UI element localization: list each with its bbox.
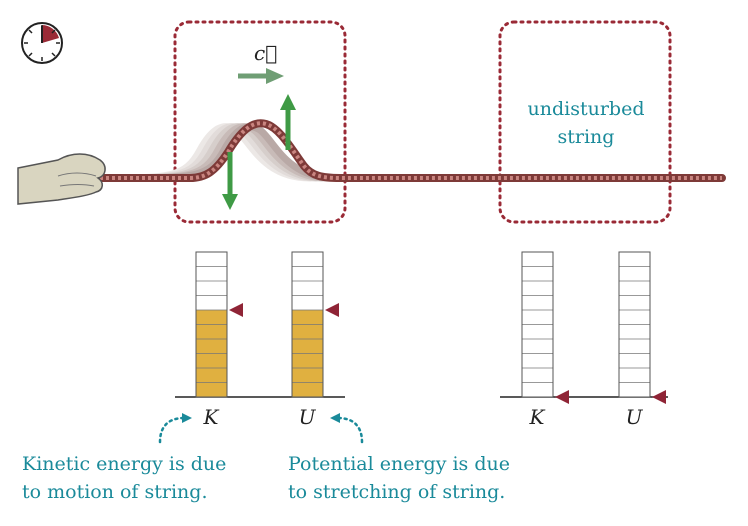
wave-pulse-box xyxy=(173,20,347,224)
kinetic-pointer xyxy=(158,413,192,444)
energy-bar-outline xyxy=(521,251,554,398)
energy-level-marker xyxy=(555,390,569,404)
undisturbed-box xyxy=(498,20,672,224)
potential-pointer xyxy=(330,413,364,444)
undisturbed-label-line1: undisturbed xyxy=(528,98,645,120)
down-arrow xyxy=(222,152,238,210)
bar-label-u-right: U xyxy=(626,405,644,429)
energy-bars xyxy=(195,251,666,404)
velocity-arrow xyxy=(238,68,284,84)
energy-bar-outline xyxy=(618,251,651,398)
energy-level-marker xyxy=(325,303,339,317)
bar-label-k-right: K xyxy=(529,405,546,429)
energy-level-marker xyxy=(652,390,666,404)
bar-label-k-left: K xyxy=(203,405,220,429)
kinetic-annotation-line1: Kinetic energy is due xyxy=(22,453,226,475)
bar-label-u-left: U xyxy=(299,405,317,429)
velocity-label: c⃗ xyxy=(254,41,277,65)
energy-bar-outline xyxy=(291,251,324,398)
potential-annotation-line2: to stretching of string. xyxy=(288,481,505,503)
kinetic-annotation-line2: to motion of string. xyxy=(22,481,208,503)
energy-level-marker xyxy=(229,303,243,317)
energy-bar-outline xyxy=(195,251,228,398)
up-arrow xyxy=(280,94,296,150)
hand-icon xyxy=(17,153,106,205)
stopwatch-icon xyxy=(21,22,63,64)
undisturbed-label-line2: string xyxy=(558,126,615,148)
potential-annotation-line1: Potential energy is due xyxy=(288,453,510,475)
